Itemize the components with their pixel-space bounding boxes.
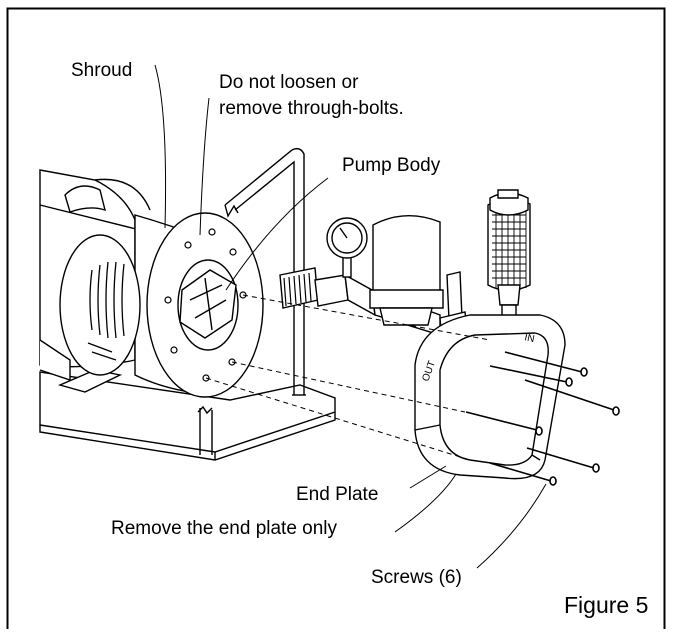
pump-body-leader [225, 177, 329, 291]
screw [489, 365, 573, 387]
motor [39, 169, 264, 398]
alignment-lines [205, 294, 491, 461]
exhaust-filter [487, 189, 531, 319]
fittings-assembly [279, 214, 469, 341]
screw [526, 447, 600, 473]
base-plate [39, 369, 336, 461]
through-bolts-callout-line-1: Do not loosen or [219, 72, 359, 93]
screws-callout: Screws (6) [371, 567, 462, 588]
pump-body-callout: Pump Body [342, 155, 441, 176]
end-plate: IN OUT [414, 314, 566, 480]
screws-leader [476, 483, 547, 569]
shroud-callout: Shroud [71, 60, 133, 81]
end-plate-callout: End Plate [296, 484, 379, 505]
through-bolts-callout-line-2: remove through-bolts. [219, 98, 404, 119]
through-bolts-leader [199, 97, 210, 236]
carry-handle [224, 147, 306, 396]
remove-end-plate-callout: Remove the end plate only [111, 518, 338, 539]
screw [524, 379, 620, 416]
screw [504, 351, 588, 377]
figure-border [6, 7, 666, 634]
shroud-leader [154, 64, 167, 229]
screw [489, 462, 557, 486]
leader-lines [154, 64, 547, 569]
through-bolts-callout: Do not loosen or remove through-bolts. [219, 70, 404, 122]
shroud-ring [59, 234, 141, 376]
remove-end-plate-leader [394, 473, 457, 533]
screw [465, 411, 543, 436]
screws [465, 351, 620, 486]
inlet-port-label: IN [523, 332, 535, 345]
figure-label: Figure 5 [564, 592, 649, 618]
end-plate-leader [409, 465, 447, 489]
